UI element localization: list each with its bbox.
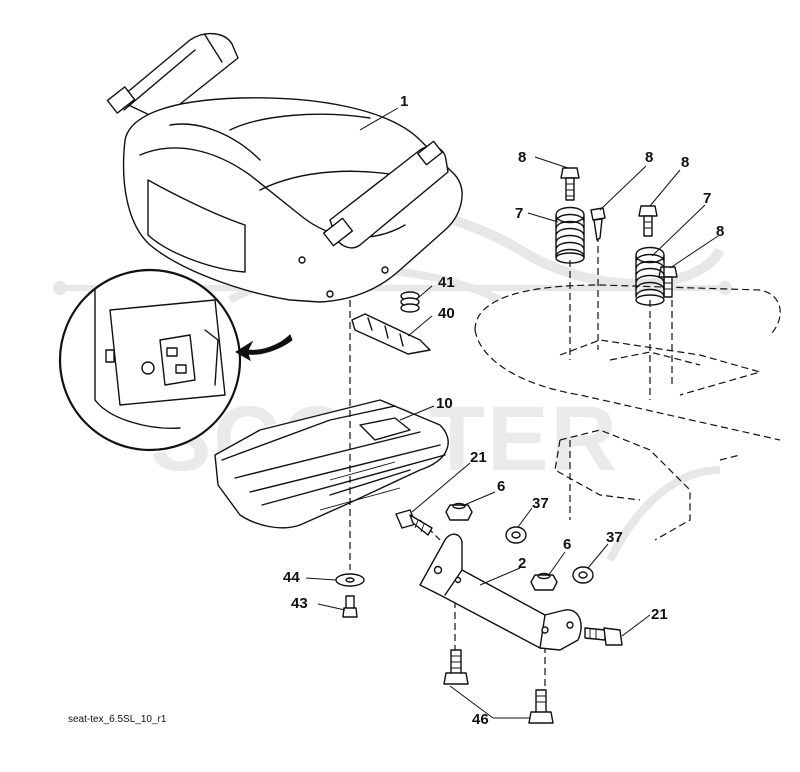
washer-part-44 <box>335 573 365 587</box>
bolt-part-43 <box>342 595 358 618</box>
detail-inset <box>58 268 293 452</box>
callout-10: 10 <box>436 395 453 412</box>
spring-part-41 <box>400 291 420 313</box>
callout-8-b: 8 <box>645 149 653 166</box>
locknut-part-37-a <box>505 526 527 544</box>
bolt-part-46-b <box>528 689 554 724</box>
leader-lines <box>305 107 719 719</box>
callout-8-a: 8 <box>518 149 526 166</box>
bolt-part-46-a <box>443 649 469 685</box>
callout-44: 44 <box>283 569 300 586</box>
callout-8-c: 8 <box>681 154 689 171</box>
tractor-frame-dashed <box>474 284 781 541</box>
nut-part-6-b <box>530 572 558 591</box>
bolt-part-21-b <box>584 627 623 646</box>
pivot-bracket-part-2 <box>419 533 582 651</box>
nut-part-6-a <box>445 502 473 521</box>
callout-6-b: 6 <box>563 536 571 553</box>
bolt-part-21-a <box>395 509 433 536</box>
callout-6-a: 6 <box>497 478 505 495</box>
callout-37-b: 37 <box>606 529 623 546</box>
seat-plate-part-10 <box>214 399 449 529</box>
callout-37-a: 37 <box>532 495 549 512</box>
bolt-part-8-c <box>638 205 658 237</box>
callout-43: 43 <box>291 595 308 612</box>
callout-21-a: 21 <box>470 449 487 466</box>
figure-caption: seat-tex_6.5SL_10_r1 <box>68 714 167 725</box>
callout-7-a: 7 <box>515 205 523 222</box>
bolt-part-8-a <box>560 167 580 201</box>
locknut-part-37-b <box>572 566 594 584</box>
callout-1: 1 <box>400 93 408 110</box>
coil-spring-part-7-b <box>635 246 665 306</box>
latch-clip-part-40 <box>351 313 431 355</box>
callout-7-b: 7 <box>703 190 711 207</box>
coil-spring-part-7-a <box>555 206 585 264</box>
seat <box>106 33 463 303</box>
callout-40: 40 <box>438 305 455 322</box>
callout-8-d: 8 <box>716 223 724 240</box>
callout-41: 41 <box>438 274 455 291</box>
callout-21-b: 21 <box>651 606 668 623</box>
callout-2: 2 <box>518 555 526 572</box>
callout-46: 46 <box>472 711 489 728</box>
bolt-part-8-b <box>590 207 606 241</box>
